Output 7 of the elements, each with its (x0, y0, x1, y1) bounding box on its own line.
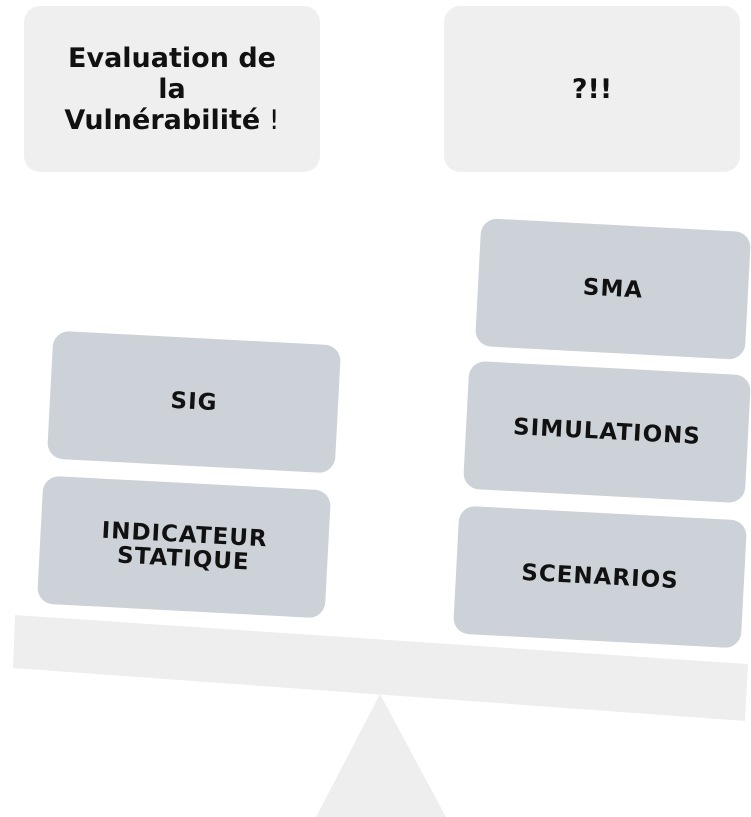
block-label: SCENARIOS (520, 560, 680, 594)
block-label: SIG (170, 388, 218, 416)
block-label: SIMULATIONS (512, 415, 702, 449)
block-label: SMA (582, 275, 644, 303)
block-label: Evaluation de la Vulnérabilité ! (64, 42, 280, 136)
block-label: INDICATEUR STATIQUE (100, 518, 270, 576)
block-label: ?!! (572, 74, 612, 104)
